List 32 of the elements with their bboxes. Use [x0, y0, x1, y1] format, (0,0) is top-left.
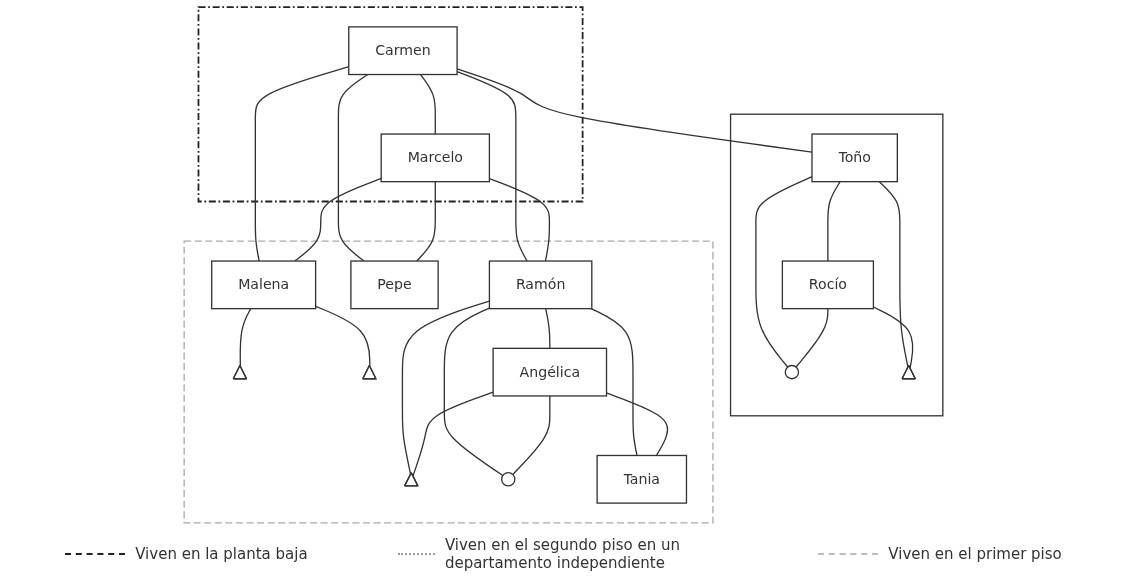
- node-box: Tania: [596, 454, 688, 504]
- cluster: [197, 6, 584, 203]
- connector: [294, 177, 382, 262]
- node-box: Rocío: [781, 260, 875, 310]
- node-box: Toño: [811, 133, 898, 183]
- connector: [337, 73, 369, 262]
- connector: [419, 73, 436, 135]
- connector: [872, 306, 914, 369]
- cluster: [729, 113, 944, 417]
- node-box: Ramón: [488, 260, 593, 310]
- node-box: Marcelo: [380, 133, 491, 183]
- connector: [878, 181, 909, 369]
- connector: [239, 308, 252, 367]
- node-box: Malena: [211, 260, 317, 310]
- node-box: Carmen: [348, 26, 458, 76]
- cluster: [183, 240, 714, 524]
- connector: [827, 181, 841, 262]
- legend-text: Viven en el segundo piso en un departamento independiente: [444, 536, 682, 572]
- legend-text: Viven en el primer piso: [888, 545, 1062, 563]
- connector: [590, 308, 638, 457]
- connector: [512, 395, 551, 476]
- node-circle: [500, 472, 516, 487]
- connector: [443, 307, 504, 477]
- node-circle: [784, 364, 800, 380]
- connector: [416, 181, 436, 262]
- connector: [545, 308, 551, 349]
- connector: [412, 391, 494, 477]
- connector: [456, 71, 528, 262]
- legend-text: Viven en la planta baja: [135, 545, 308, 563]
- node-box: Angélica: [492, 347, 608, 397]
- connector: [795, 308, 829, 368]
- node-box: Pepe: [350, 260, 439, 310]
